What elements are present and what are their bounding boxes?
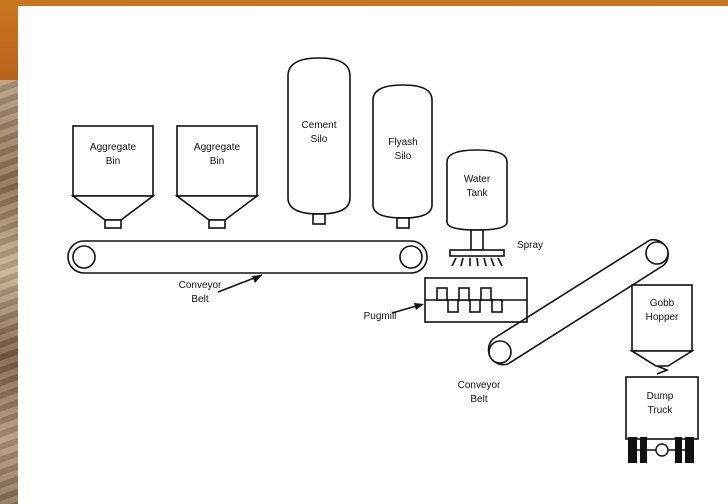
conveyor-belt-1-label-line1: Conveyor [179, 280, 222, 291]
aggregate-bin-2-label-line1: Aggregate [194, 142, 241, 153]
conveyor-belt-2-label-line2: Belt [470, 394, 487, 405]
cement-silo-label-line1: Cement [301, 120, 336, 131]
gobb-hopper-label-line2: Hopper [646, 312, 679, 323]
truck-wheel-rear-inner [640, 437, 647, 463]
diagram-panel: Aggregate Bin Aggregate Bin Cement Silo … [18, 6, 728, 504]
dump-truck-label-line1: Dump [647, 391, 674, 402]
pugmill [425, 278, 527, 322]
spray-label: Spray [517, 240, 543, 251]
water-tank: Water Tank [447, 150, 507, 256]
flyash-silo-label-line1: Flyash [388, 137, 417, 148]
water-tank-label-line1: Water [464, 174, 491, 185]
gobb-hopper-label-line1: Gobb [650, 298, 675, 309]
aggregate-bin-1: Aggregate Bin [73, 126, 153, 228]
dump-truck-label-line2: Truck [648, 405, 674, 416]
aggregate-bin-2-label-line2: Bin [210, 156, 224, 167]
conveyor-belt-2-label-line1: Conveyor [458, 380, 501, 391]
aggregate-bin-1-label-line2: Bin [106, 156, 120, 167]
aggregate-bin-1-label-line1: Aggregate [90, 142, 137, 153]
cement-silo-label-line2: Silo [311, 134, 328, 145]
conveyor-belt-1 [68, 241, 427, 273]
dump-truck: Dump Truck [626, 377, 698, 463]
conveyor-belt-1-label-line2: Belt [191, 294, 208, 305]
cement-silo: Cement Silo [288, 58, 350, 224]
spray-droplets [452, 258, 502, 266]
pugmill-arrowhead [414, 303, 424, 310]
conveyor-belt-1-arrowhead [252, 275, 262, 283]
aggregate-bin-2: Aggregate Bin [177, 126, 257, 228]
truck-wheel-rear-outer [628, 437, 637, 463]
flyash-silo: Flyash Silo [373, 85, 432, 228]
water-tank-label-line2: Tank [466, 188, 488, 199]
pugmill-label: Pugmill [364, 311, 397, 322]
truck-wheel-front-outer [685, 437, 694, 463]
plant-process-diagram: Aggregate Bin Aggregate Bin Cement Silo … [18, 6, 728, 504]
flyash-silo-label-line2: Silo [395, 151, 412, 162]
gobb-hopper: Gobb Hopper [632, 285, 692, 374]
truck-wheel-front-inner [675, 437, 682, 463]
